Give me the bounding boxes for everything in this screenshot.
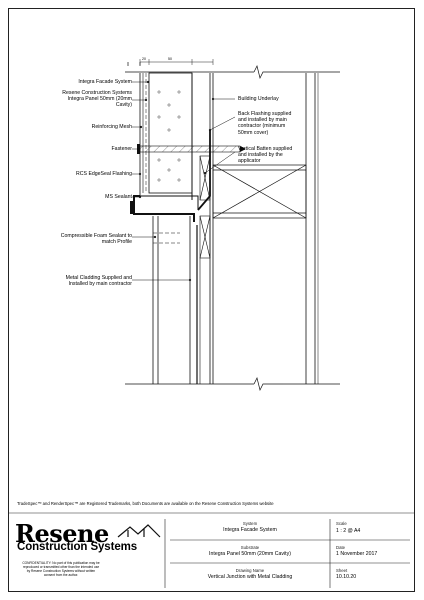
label-integra-panel: Resene Construction Systems Integra Pane… [62,90,132,109]
leaders-right [203,97,236,175]
label-foam-sealant: Compressible Foam Sealant to match Profi… [60,233,132,246]
upper-panel [139,72,193,200]
dimension-strip [139,59,214,65]
panel-texture [157,90,181,182]
upper-framing [209,73,319,384]
title-block-frame [8,512,415,588]
label-ms-sealant: MS Sealant [105,194,132,200]
logo-construction-systems: Construction Systems [17,541,138,553]
dimension-label-cavity: 20 [142,57,146,61]
label-building-underlay: Building Underlay [238,96,279,102]
date-value: 1 November 2017 [336,551,378,557]
confidentiality-note: CONFIDENTIALITY: No part of this publica… [22,561,100,577]
edgeseal-flashing [130,195,199,222]
system-value: Integra Facade System [223,527,277,533]
logo-resene: Resene [15,519,109,548]
label-metal-cladding: Metal Cladding Supplied and Installed by… [65,275,132,288]
break-lines [125,62,340,392]
sheet-border [8,8,415,592]
date-caption: Date [336,545,346,550]
floor-structure [212,164,307,219]
scale-caption: Scale [336,521,347,526]
sheet-value: 10.10.20 [336,574,357,580]
vertical-battens [199,155,211,259]
dimension-label-panel: 50 [168,57,172,61]
foam-sealant [153,232,180,244]
label-edgeseal-flashing: RCS EdgeSeal Flashing [76,171,132,177]
substrate-caption: Substrate [240,545,260,550]
label-fastener: Fastener [111,146,132,152]
label-reinforcing-mesh: Reinforcing Mesh [91,124,132,130]
metal-cladding [152,216,201,384]
drawing-value: Vertical Junction with Metal Cladding [207,574,293,580]
sheet-caption: Sheet [336,568,348,573]
trademark-note: TradeSpec™ and RenderSpec™ are Registere… [17,501,274,506]
leaders-left [132,80,192,282]
drawing-caption: Drawing Name [235,568,265,573]
logo-roof-icon [117,524,161,538]
substrate-value: Integra Panel 50mm (20mm Cavity) [209,551,291,557]
scale-value: 1 : 2 @ A4 [336,528,361,534]
label-facade-system: Integra Facade System [78,79,132,85]
label-back-flashing: Back Flashing supplied and installed by … [238,111,292,136]
system-caption: System [242,521,258,526]
label-vertical-batten: Vertical Batten supplied and installed b… [238,146,293,165]
